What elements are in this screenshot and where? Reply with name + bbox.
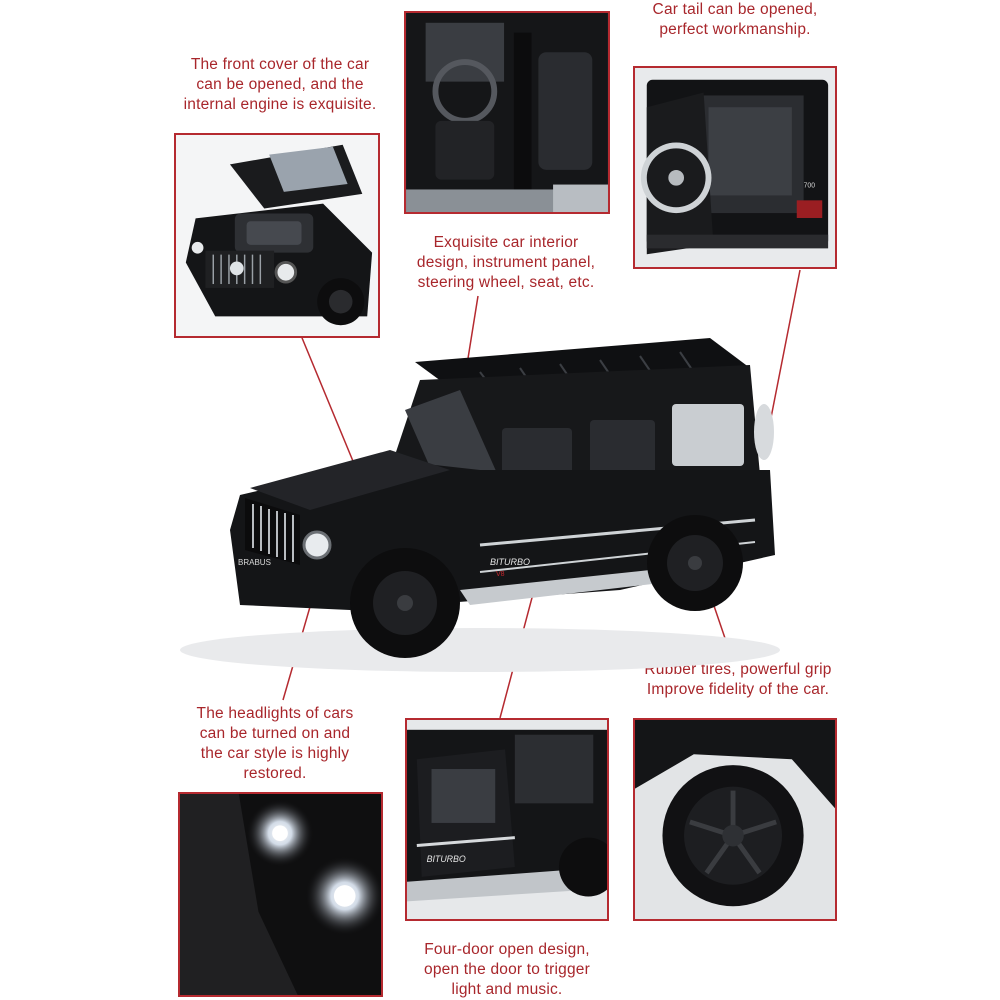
photo-tail: 700 xyxy=(633,66,837,269)
headlight xyxy=(302,530,332,560)
rear-door-window xyxy=(590,420,655,482)
grille-brand-text: BRABUS xyxy=(238,558,271,567)
tail-illustration: 700 xyxy=(635,68,835,267)
caption-headlights: The headlights of cars can be turned on … xyxy=(196,705,354,782)
hero-car-illustration: BRABUS BITURBO V8 xyxy=(180,338,780,672)
interior-illustration xyxy=(406,13,608,212)
door-sub-text: V8 xyxy=(496,571,505,578)
photo-doors-open: BITURBO xyxy=(405,718,609,921)
doors-model-text: BITURBO xyxy=(427,854,466,864)
door-model-text: BITURBO xyxy=(490,557,530,567)
tail-number: 700 xyxy=(804,183,816,190)
car-hood xyxy=(250,450,450,510)
photo-tire xyxy=(633,718,837,921)
photo-engine-hood xyxy=(174,133,380,338)
caption-front-cover: The front cover of the car can be opened… xyxy=(183,56,377,113)
caption-doors: Four-door open design, open the door to … xyxy=(424,941,590,998)
grille xyxy=(245,498,300,565)
photo-interior xyxy=(404,11,610,214)
engine-hood-illustration xyxy=(176,135,378,336)
caption-tail: Car tail can be opened, perfect workmans… xyxy=(652,1,818,38)
doors-open-illustration: BITURBO xyxy=(407,720,607,919)
photo-headlights xyxy=(178,792,383,997)
headlights-illustration xyxy=(180,794,381,995)
caption-interior: Exquisite car interior design, instrumen… xyxy=(416,234,596,291)
tire-illustration xyxy=(635,720,835,919)
rear-quarter-window xyxy=(672,404,744,466)
